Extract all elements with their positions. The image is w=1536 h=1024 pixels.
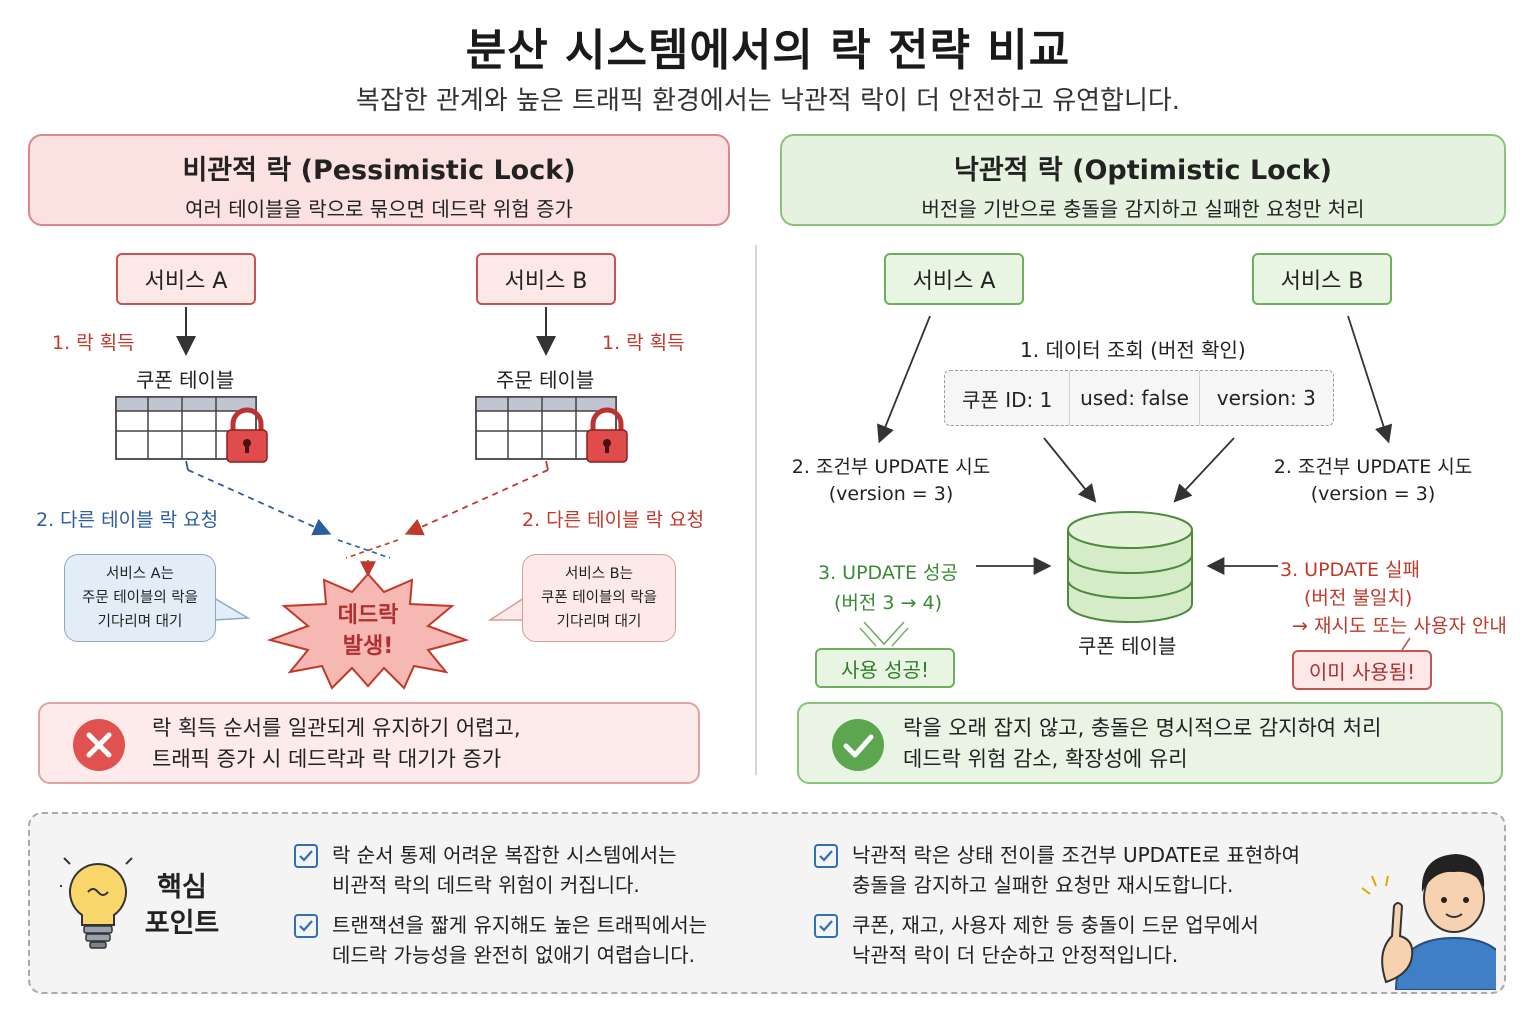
opt-service-b: 서비스 B	[1252, 253, 1392, 305]
opt-service-a: 서비스 A	[884, 253, 1024, 305]
opt-fail-label: 3. UPDATE 실패 (버전 불일치) → 재시도 또는 사용자 안내	[1280, 559, 1507, 637]
lock-icon	[586, 407, 628, 463]
pess-arrows	[115, 307, 628, 690]
checkbox-icon	[294, 844, 318, 868]
opt-success-label: 3. UPDATE 성공(버전 3 → 4)	[818, 562, 958, 614]
pess-step1-b: 1. 락 획득	[602, 332, 685, 354]
lightbulb-icon	[60, 857, 133, 949]
checkbox-icon	[814, 844, 838, 868]
pessimistic-heading: 비관적 락 (Pessimistic Lock)	[182, 155, 576, 186]
pess-service-b: 서비스 B	[476, 253, 616, 305]
optimistic-heading: 낙관적 락 (Optimistic Lock)	[953, 155, 1333, 186]
checkbox-icon	[814, 914, 838, 938]
panel-divider	[755, 245, 757, 775]
opt-step1: 1. 데이터 조회 (버전 확인)	[1020, 338, 1246, 362]
person-pointing-icon	[1361, 854, 1496, 990]
page-title: 분산 시스템에서의 락 전략 비교	[465, 25, 1071, 76]
pess-step2-b: 2. 다른 테이블 락 요청	[522, 509, 705, 531]
optimistic-header: 낙관적 락 (Optimistic Lock) 버전을 기반으로 충돌을 감지하…	[780, 134, 1506, 226]
record-id: 쿠폰 ID: 1	[945, 371, 1071, 425]
record-version: version: 3	[1216, 386, 1316, 410]
optimistic-desc: 버전을 기반으로 충돌을 감지하고 실패한 요청만 처리	[921, 197, 1365, 221]
opt-step2-b: 2. 조건부 UPDATE 시도(version = 3)	[1273, 456, 1473, 505]
fail-result: 이미 사용됨!	[1292, 650, 1432, 690]
checkbox-icon	[294, 914, 318, 938]
pessimistic-note: 락 획득 순서를 일관되게 유지하기 어렵고,트래픽 증가 시 데드락과 락 대…	[38, 702, 700, 784]
pess-step2-a: 2. 다른 테이블 락 요청	[36, 509, 219, 531]
page-subtitle: 복잡한 관계와 높은 트래픽 환경에서는 낙관적 락이 더 안전하고 유연합니다…	[355, 86, 1181, 116]
error-icon	[73, 719, 125, 771]
pess-service-a: 서비스 A	[116, 253, 256, 305]
opt-step2-a: 2. 조건부 UPDATE 시도(version = 3)	[791, 456, 991, 505]
coupon-table-label: 쿠폰 테이블	[136, 368, 235, 392]
deadlock-burst	[266, 572, 470, 690]
lock-icon	[226, 407, 268, 463]
opt-arrows	[859, 315, 1411, 651]
order-table-label: 주문 테이블	[496, 368, 595, 392]
db-label: 쿠폰 테이블	[1078, 634, 1177, 658]
pess-step1-a: 1. 락 획득	[52, 332, 135, 354]
record-used: used: false	[1070, 371, 1200, 425]
check-circle-icon	[832, 719, 884, 771]
pessimistic-desc: 여러 테이블을 락으로 묶으면 데드락 위험 증가	[185, 197, 573, 221]
coupon-record: 쿠폰 ID: 1 used: false version: 3	[944, 370, 1334, 426]
pessimistic-header: 비관적 락 (Pessimistic Lock) 여러 테이블을 락으로 묶으면…	[28, 134, 730, 226]
success-result: 사용 성공!	[815, 648, 955, 688]
database-icon	[1067, 511, 1193, 623]
